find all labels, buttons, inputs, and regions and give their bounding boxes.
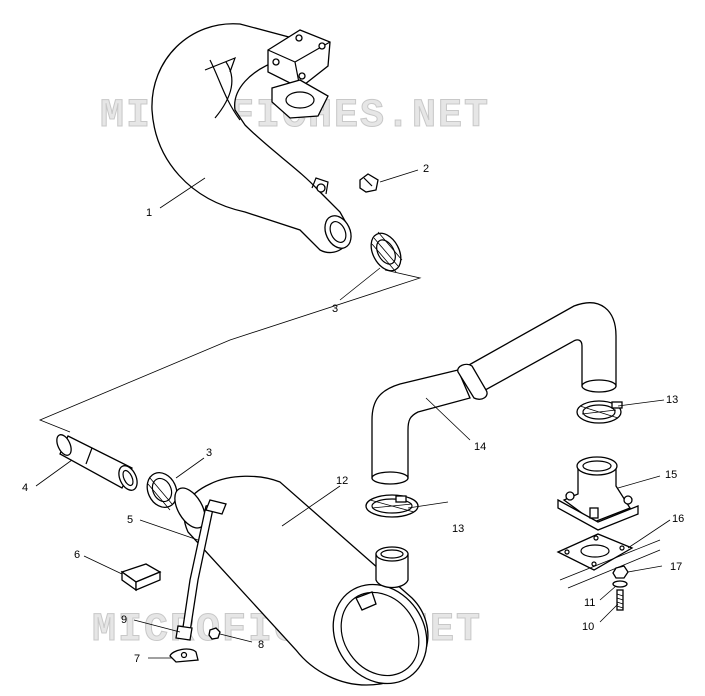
callout-11: 11 [584, 597, 595, 609]
callout-13-right: 13 [666, 394, 678, 406]
callout-4: 4 [22, 482, 28, 494]
callout-3-upper: 3 [332, 303, 338, 315]
clamp-upper [370, 231, 403, 273]
nut [612, 565, 629, 579]
pipe-elbow [371, 302, 617, 485]
strap [175, 499, 227, 641]
pad [120, 563, 162, 592]
callout-5: 5 [127, 514, 133, 526]
exhaust-pipe [151, 23, 352, 254]
callout-12: 12 [336, 475, 348, 487]
callout-1: 1 [146, 207, 152, 219]
callout-3-lower: 3 [206, 447, 212, 459]
callout-9: 9 [121, 614, 127, 626]
callout-8: 8 [258, 639, 264, 651]
leader-lines [35, 169, 671, 659]
callout-10: 10 [582, 621, 594, 633]
bracket [169, 648, 199, 663]
bolt [616, 589, 624, 611]
callout-13-left: 13 [452, 523, 464, 535]
nut-small [208, 627, 221, 640]
gasket [556, 533, 634, 571]
callout-16: 16 [672, 513, 684, 525]
clamp-elbow-right [576, 400, 623, 424]
muffler [174, 475, 429, 686]
callout-labels: 1 2 3 4 3 5 6 7 8 9 10 11 12 13 13 14 15… [22, 163, 684, 665]
callout-14: 14 [474, 441, 486, 453]
clamp-lower [146, 471, 178, 511]
callout-6: 6 [74, 549, 80, 561]
callout-15: 15 [665, 469, 677, 481]
callout-17: 17 [670, 561, 682, 573]
fitting [359, 173, 379, 193]
assembly-guide-line [38, 269, 422, 433]
clamp-elbow-left [365, 494, 419, 518]
adapter [557, 456, 639, 531]
callout-2: 2 [423, 163, 429, 175]
callout-7: 7 [134, 653, 140, 665]
washer [612, 580, 628, 588]
coupler [56, 434, 138, 491]
exhaust-flange [267, 29, 331, 119]
